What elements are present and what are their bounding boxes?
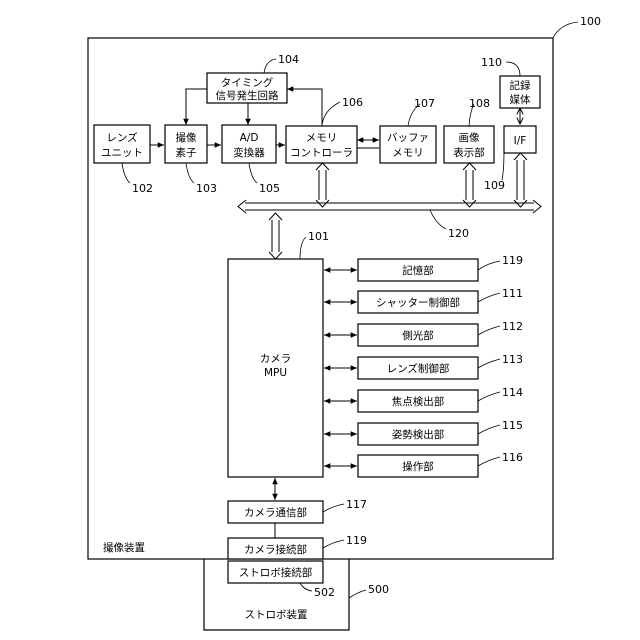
image-display-label-1: 画像	[459, 132, 480, 144]
ref-112: 112	[502, 320, 523, 333]
camera-connector-label: カメラ接続部	[244, 543, 307, 556]
buffer-memory-label-2: メモリ	[392, 147, 424, 159]
buffer-memory-block: バッファ メモリ	[380, 126, 436, 163]
operation-block: 操作部	[358, 455, 478, 477]
interface-label: I/F	[514, 135, 527, 147]
unit-blocks: 記憶部 シャッター制御部 側光部 レンズ制御部 焦点検出部 姿勢検出部 操作部	[358, 259, 478, 477]
ref-106: 106	[342, 96, 363, 109]
strobe-device-label: ストロボ装置	[245, 608, 308, 621]
image-display-label-2: 表示部	[453, 146, 485, 159]
ref-120: 120	[448, 227, 469, 240]
ref-104: 104	[278, 53, 299, 66]
camera-comm-block: カメラ通信部	[228, 501, 323, 523]
ref-103: 103	[196, 182, 217, 195]
timing-generator-label-2: 信号発生回路	[216, 89, 279, 102]
interface-block: I/F	[504, 126, 536, 153]
camera-mpu-label-1: カメラ	[260, 353, 292, 365]
storage-block: 記憶部	[358, 259, 478, 281]
mpu-unit-links	[324, 270, 357, 466]
timing-generator-block: タイミング 信号発生回路	[207, 73, 287, 103]
timing-generator-label-1: タイミング	[221, 76, 274, 89]
camera-mpu-block: カメラ MPU	[228, 259, 323, 477]
memory-controller-block: メモリ コントローラ	[286, 126, 357, 163]
ref-500: 500	[368, 583, 389, 596]
lens-control-block: レンズ制御部	[358, 357, 478, 379]
focus-detection-block: 焦点検出部	[358, 390, 478, 412]
memory-controller-label-2: コントローラ	[290, 147, 353, 159]
buffer-memory-label-1: バッファ	[387, 132, 429, 144]
photometry-label: 側光部	[402, 329, 434, 342]
ref-502: 502	[314, 586, 335, 599]
image-display-block: 画像 表示部	[444, 126, 494, 163]
ref-115: 115	[502, 419, 523, 432]
ref-119-storage: 119	[502, 254, 523, 267]
attitude-detection-block: 姿勢検出部	[358, 423, 478, 445]
ref-102: 102	[132, 182, 153, 195]
focus-detection-label: 焦点検出部	[392, 395, 445, 408]
ref-105: 105	[259, 182, 280, 195]
lens-unit-label-1: レンズ	[106, 131, 137, 144]
ref-110: 110	[481, 56, 502, 69]
lens-unit-label-2: ユニット	[101, 147, 143, 159]
camera-mpu-label-2: MPU	[264, 367, 287, 379]
ref-100: 100	[580, 15, 601, 28]
ref-108: 108	[469, 97, 490, 110]
shutter-control-block: シャッター制御部	[358, 291, 478, 313]
image-sensor-block: 撮像 素子	[165, 125, 207, 163]
operation-label: 操作部	[402, 460, 434, 473]
camera-comm-label: カメラ通信部	[244, 506, 307, 519]
strobe-connector-block: ストロボ接続部	[228, 561, 323, 583]
ad-converter-block: A/D 変換器	[222, 125, 276, 163]
shutter-control-label: シャッター制御部	[376, 296, 460, 309]
ref-107: 107	[414, 97, 435, 110]
lens-unit-block: レンズ ユニット	[94, 125, 150, 163]
ref-117: 117	[346, 498, 367, 511]
ad-converter-label-1: A/D	[240, 132, 259, 144]
strobe-connector-label: ストロボ接続部	[239, 566, 313, 579]
image-sensor-label-2: 素子	[176, 146, 197, 159]
ref-113: 113	[502, 353, 523, 366]
bus-taps	[269, 153, 527, 259]
ref-116: 116	[502, 451, 523, 464]
photometry-block: 側光部	[358, 324, 478, 346]
ref-119-connector: 119	[346, 534, 367, 547]
lens-control-label: レンズ制御部	[387, 362, 450, 375]
ad-converter-label-2: 変換器	[233, 146, 265, 159]
recording-medium-label-2: 媒体	[510, 93, 531, 106]
memory-controller-label-1: メモリ	[306, 132, 338, 144]
system-bus	[238, 200, 541, 213]
ref-109: 109	[484, 179, 505, 192]
recording-medium-label-1: 記録	[510, 79, 531, 92]
ref-101: 101	[308, 230, 329, 243]
recording-medium-block: 記録 媒体	[500, 76, 540, 108]
storage-label: 記憶部	[402, 264, 434, 277]
image-sensor-label-1: 撮像	[176, 131, 197, 144]
imaging-device-label: 撮像装置	[103, 541, 145, 554]
ref-114: 114	[502, 386, 523, 399]
attitude-detection-label: 姿勢検出部	[392, 428, 445, 441]
camera-connector-block: カメラ接続部	[228, 538, 323, 559]
ref-111: 111	[502, 287, 523, 300]
